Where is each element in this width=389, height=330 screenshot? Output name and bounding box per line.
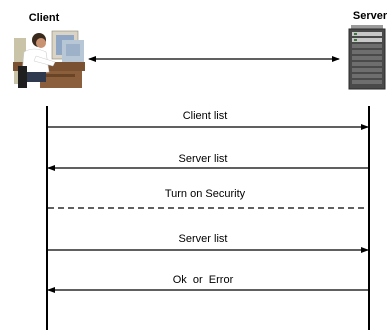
server-title: Server bbox=[353, 10, 388, 22]
message-turn-on-security: Turn on Security bbox=[48, 188, 368, 209]
server-rack-icon bbox=[348, 25, 386, 90]
message-label: Client list bbox=[183, 110, 228, 122]
message-client-list: Client list bbox=[48, 110, 369, 130]
message-server-list-request: Server list bbox=[48, 233, 369, 253]
message-label: Ok or Error bbox=[173, 274, 234, 286]
message-label: Turn on Security bbox=[165, 188, 246, 200]
person-at-desk-icon bbox=[13, 30, 85, 88]
message-label: Server list bbox=[179, 153, 228, 165]
message-ok-or-error: Ok or Error bbox=[47, 274, 368, 293]
client-title: Client bbox=[29, 12, 60, 24]
message-label: Server list bbox=[179, 233, 228, 245]
message-server-list-response: Server list bbox=[47, 153, 368, 171]
